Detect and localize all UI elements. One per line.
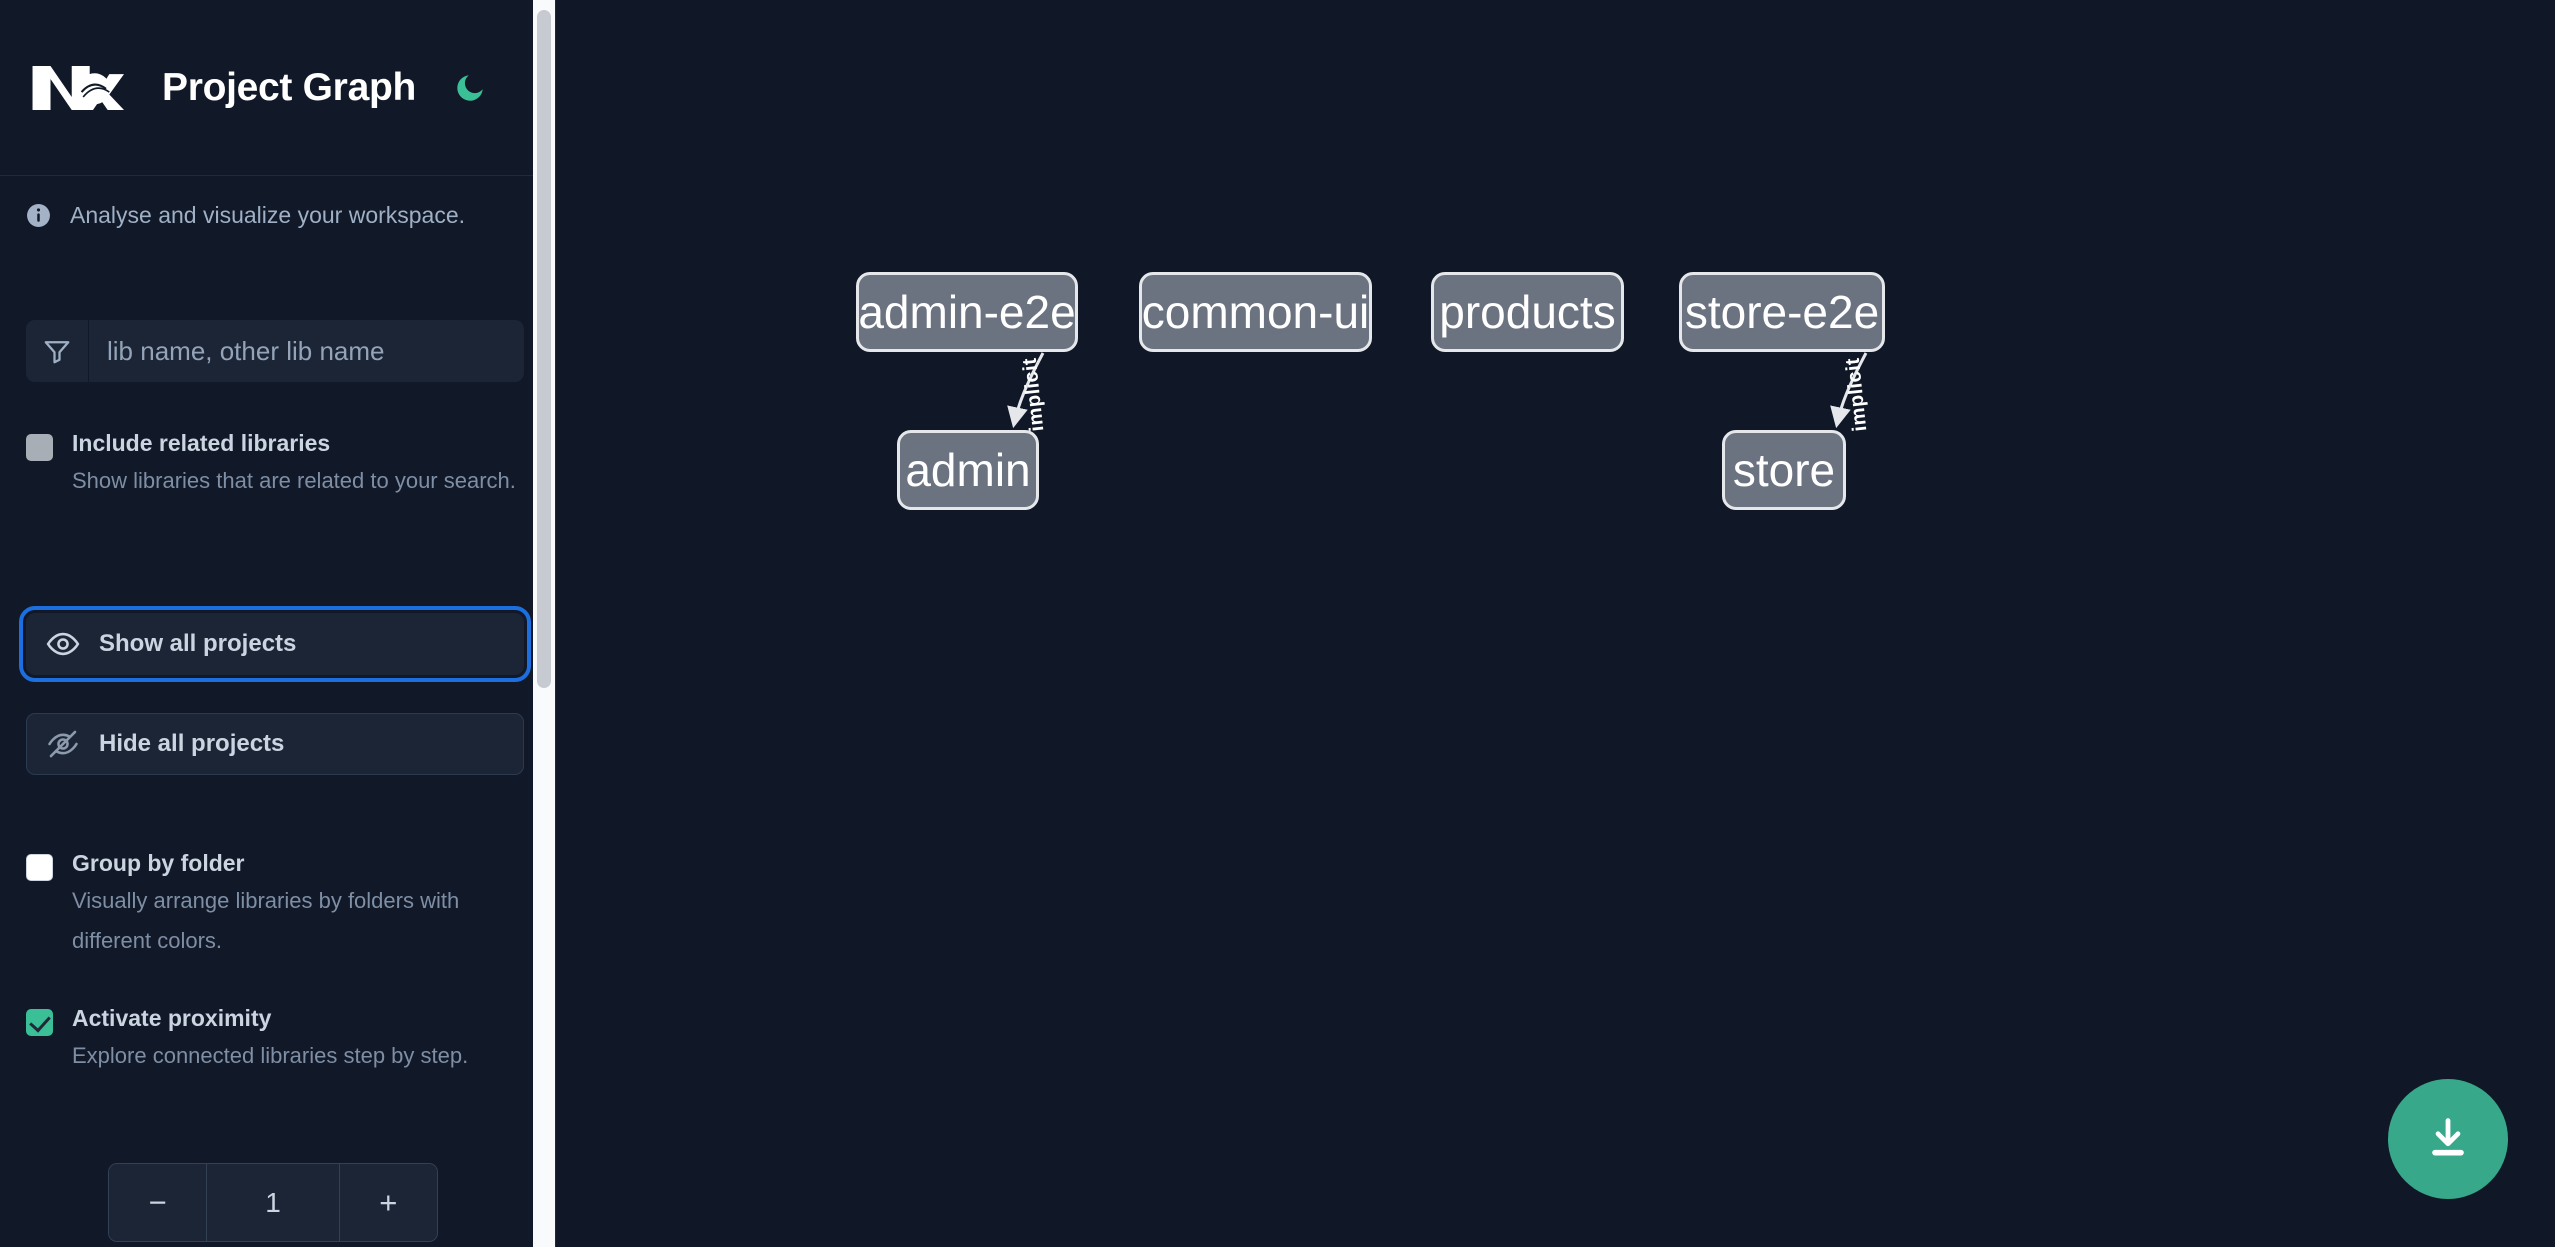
graph-node-label: admin [905,444,1031,496]
sidebar-scrollbar-thumb[interactable] [537,10,551,688]
proximity-increment-button[interactable]: + [338,1164,437,1241]
graph-node-common-ui[interactable]: common-ui [1139,272,1372,352]
graph-node-store[interactable]: store [1722,430,1846,510]
sidebar-header: Project Graph [0,0,534,176]
sidebar-scrollbar[interactable] [533,0,555,1247]
graph-node-label: common-ui [1141,286,1370,338]
graph-canvas[interactable]: admin-e2e common-ui products store-e2e a… [556,0,2555,1247]
nx-logo [32,65,124,110]
activate-proximity-checkbox[interactable] [26,1009,53,1036]
option-include-related-libraries[interactable]: Include related libraries Show libraries… [26,428,526,501]
sidebar: Project Graph Analyse and visualize your… [0,0,556,1247]
proximity-stepper[interactable]: − 1 + [108,1163,438,1242]
proximity-decrement-button[interactable]: − [109,1164,208,1241]
graph-node-admin[interactable]: admin [897,430,1039,510]
include-related-libraries-description: Show libraries that are related to your … [72,468,516,493]
include-related-libraries-checkbox[interactable] [26,434,53,461]
search-box[interactable] [26,320,524,382]
description-text: Analyse and visualize your workspace. [70,202,466,228]
info-icon [27,204,50,227]
graph-node-label: store-e2e [1684,286,1880,338]
option-group-by-folder[interactable]: Group by folder Visually arrange librari… [26,848,526,961]
workspace-description: Analyse and visualize your workspace. [26,202,526,229]
page-title: Project Graph [162,65,416,109]
download-button[interactable] [2388,1079,2508,1199]
proximity-value: 1 [207,1164,339,1241]
eye-icon [27,627,99,661]
show-all-projects-button[interactable]: Show all projects [19,606,531,682]
graph-node-products[interactable]: products [1431,272,1624,352]
graph-node-store-e2e[interactable]: store-e2e [1679,272,1885,352]
graph-edges [1007,352,1868,429]
graph-node-label: store [1732,444,1836,496]
group-by-folder-label: Group by folder [72,850,245,876]
hide-all-projects-button[interactable]: Hide all projects [26,713,524,775]
eye-off-icon [27,727,99,761]
include-related-libraries-label: Include related libraries [72,430,331,456]
graph-node-label: products [1439,286,1616,338]
download-icon [2432,1118,2464,1156]
moon-icon[interactable] [450,68,490,108]
group-by-folder-description: Visually arrange libraries by folders wi… [72,888,460,953]
filter-icon [26,320,89,382]
search-input[interactable] [89,320,524,382]
activate-proximity-label: Activate proximity [72,1005,272,1031]
graph-node-label: admin-e2e [858,286,1076,338]
group-by-folder-checkbox[interactable] [26,854,53,881]
hide-all-projects-label: Hide all projects [99,730,285,757]
graph-node-admin-e2e[interactable]: admin-e2e [856,272,1078,352]
option-activate-proximity[interactable]: Activate proximity Explore connected lib… [26,1003,526,1076]
show-all-projects-label: Show all projects [99,630,297,657]
activate-proximity-description: Explore connected libraries step by step… [72,1043,469,1068]
